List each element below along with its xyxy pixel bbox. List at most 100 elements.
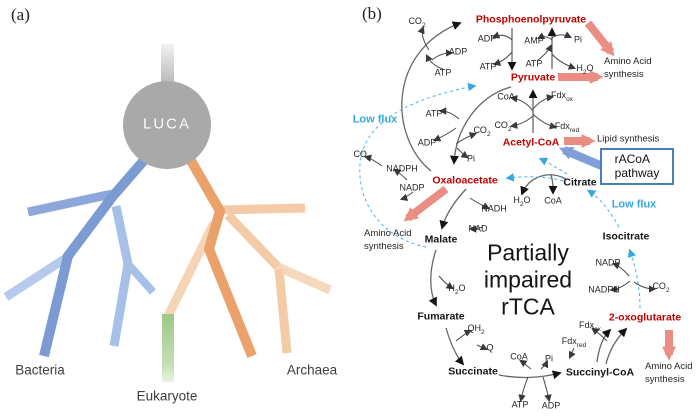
c-mdh-nad bbox=[468, 225, 484, 233]
e-citrate-to-coa bbox=[548, 174, 558, 195]
c-me-nadp bbox=[399, 191, 414, 201]
panel-a-tree bbox=[3, 44, 332, 382]
branch-archaea-2 bbox=[218, 203, 306, 215]
h2o-c-label: H2O bbox=[448, 283, 466, 296]
d-2og-to-isocitrate bbox=[627, 248, 641, 309]
branch-eukaryote-orange bbox=[163, 221, 219, 318]
e-oaa-to-pep bbox=[401, 21, 462, 172]
atp-c-label: ATP bbox=[525, 58, 543, 69]
c-ps-fdxred bbox=[532, 113, 558, 130]
succinyl-coa-label: Succinyl-CoA bbox=[565, 366, 635, 379]
fdx-red-b-label: Fdxred bbox=[561, 336, 587, 349]
c-scs-atp bbox=[518, 376, 529, 403]
lipid-synthesis-label: Lipid synthesis bbox=[597, 133, 660, 145]
pyruvate-label: Pyruvate bbox=[510, 71, 556, 84]
c-sdh-q bbox=[476, 343, 489, 351]
c-fum-h2o bbox=[438, 275, 454, 290]
c-pc-pi bbox=[456, 147, 469, 159]
luca-label: LUCA bbox=[142, 115, 192, 133]
co2-b-label: CO2 bbox=[494, 120, 512, 133]
e-pyruvate-to-oaa bbox=[449, 86, 512, 165]
acetyl-coa-label: Acetyl-CoA bbox=[502, 136, 560, 149]
c-sdh-qh2 bbox=[455, 329, 473, 342]
taxon-label-eukaryote: Eukaryote bbox=[136, 388, 198, 404]
c-pk-atp bbox=[492, 51, 513, 66]
oxoglutarate-label: 2-oxoglutarate bbox=[608, 311, 682, 324]
c-ppdk-amp bbox=[536, 32, 553, 41]
c-oaapep-co2 bbox=[417, 25, 430, 51]
branch-bacteria-5 bbox=[125, 261, 156, 295]
atp-b-label: ATP bbox=[479, 61, 497, 72]
c-scs-coa bbox=[519, 359, 532, 370]
c-me-co2 bbox=[363, 154, 383, 167]
fumarate-label: Fumarate bbox=[417, 310, 465, 323]
pi-b-label: Pi bbox=[466, 153, 476, 164]
c-ogs-fdxred bbox=[568, 347, 576, 360]
c-idh-nadph bbox=[609, 280, 631, 293]
coa-c-label: CoA bbox=[510, 351, 528, 362]
fdx-red-a-label: Fdxred bbox=[554, 121, 580, 134]
branch-archaea-4 bbox=[276, 262, 332, 295]
c-ppdk-atp bbox=[536, 43, 553, 62]
amino-acid-synthesis-top-label: Amino Acid synthesis bbox=[604, 56, 652, 80]
low-flux-right-label: Low flux bbox=[611, 198, 657, 211]
p-oaa-amino bbox=[403, 185, 449, 222]
d-isocitrate-to-citrate bbox=[586, 189, 620, 228]
e-citrate-to-h2o bbox=[520, 174, 567, 196]
atp-d-label: ATP bbox=[425, 108, 443, 119]
panel-b-tag: (b) bbox=[362, 4, 382, 23]
c-oaapep-adp bbox=[431, 49, 454, 61]
c-pk-adp bbox=[491, 31, 513, 41]
branch-bacteria-3 bbox=[3, 254, 69, 301]
e-malate-to-fumarate bbox=[428, 249, 437, 307]
c-ogs-fdxox bbox=[591, 327, 608, 342]
branch-archaea-5 bbox=[274, 268, 292, 354]
d-citrate-to-acetylcoa bbox=[538, 157, 568, 175]
c-ppdk-h2o bbox=[551, 53, 577, 70]
atp-a-label: ATP bbox=[434, 67, 452, 78]
c-ps-fdxox bbox=[532, 94, 555, 110]
adp-a-label: ADP bbox=[448, 46, 468, 57]
c-pc-co2 bbox=[455, 132, 478, 145]
c-pc-atp bbox=[438, 107, 460, 120]
c-idh-nadp bbox=[611, 262, 630, 277]
qh2-label: QH2 bbox=[467, 323, 485, 336]
d-citrate-to-oaa bbox=[505, 173, 564, 182]
nad-label: NAD bbox=[468, 223, 488, 234]
amino-acid-synthesis-bottom-label: Amino Acid synthesis bbox=[645, 361, 693, 385]
co2-e-label: CO2 bbox=[652, 281, 670, 294]
fdx-ox-a-label: Fdxox bbox=[551, 90, 573, 103]
c-scs-adp bbox=[542, 376, 552, 403]
p-pep-amino bbox=[584, 20, 615, 57]
co2-a-label: CO2 bbox=[408, 16, 426, 29]
c-oaapep-atp bbox=[425, 53, 444, 70]
c-pc-adp bbox=[432, 127, 457, 142]
racoa-pathway-box: rACoA pathway bbox=[600, 148, 674, 185]
e-oaa-to-malate bbox=[439, 188, 467, 230]
branch-bacteria-2 bbox=[27, 189, 113, 217]
nadph-a-label: NADPH bbox=[386, 163, 418, 174]
taxon-label-archaea: Archaea bbox=[286, 362, 338, 378]
q-label: Q bbox=[486, 342, 494, 353]
b-racoa-acetylcoa bbox=[559, 146, 604, 170]
nadp-a-label: NADP bbox=[399, 182, 425, 193]
panel-a-tag: (a) bbox=[11, 5, 30, 24]
branch-bacteria-4 bbox=[109, 205, 133, 347]
e-succinylcoa-to-2og-a bbox=[596, 328, 612, 363]
fdx-ox-b-label: Fdxox bbox=[579, 320, 601, 333]
c-scs-pi bbox=[540, 359, 549, 370]
taxon-label-bacteria: Bacteria bbox=[15, 362, 65, 378]
e-fumarate-to-succinate bbox=[445, 327, 465, 366]
nadh-label: NADH bbox=[481, 203, 507, 214]
branch-archaea-main bbox=[185, 156, 257, 358]
luca-stem bbox=[161, 44, 174, 92]
luca-node bbox=[123, 81, 211, 169]
atp-e-label: ATP bbox=[511, 399, 529, 410]
h2o-a-label: H2O bbox=[576, 63, 594, 76]
malate-label: Malate bbox=[424, 233, 458, 246]
nadph-b-label: NADPH bbox=[588, 284, 620, 295]
nadp-b-label: NADP bbox=[595, 257, 621, 268]
adp-d-label: ADP bbox=[541, 400, 561, 411]
